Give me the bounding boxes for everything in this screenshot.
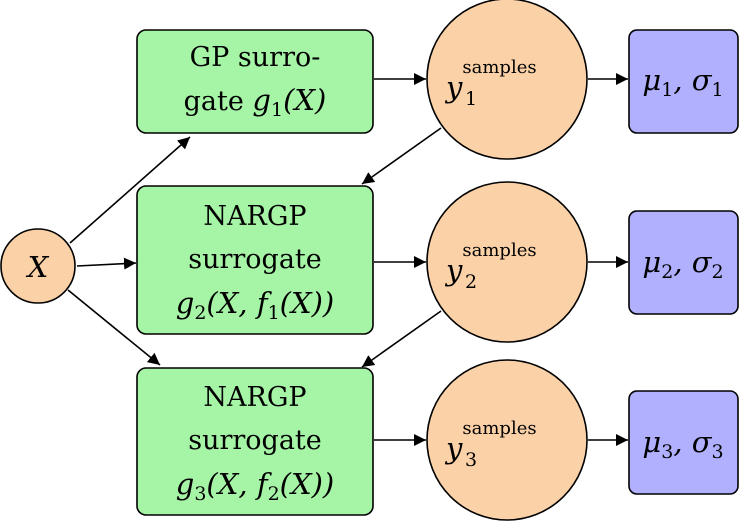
stats-2-sigma: σ [692,245,713,279]
gp-surrogate-arg: (X) [283,83,326,117]
gp-surrogate-line1: GP surro- [190,42,321,73]
stats-3-sigma-sub: 3 [712,441,724,463]
nargp3-inner-sub: 2 [268,483,280,505]
input-node-circle [0,228,76,304]
sample-1-base: y [444,70,463,104]
stats-1-mu: μ [642,63,661,97]
stats-3-sigma: σ [692,425,713,459]
stats-1-sigma-sub: 1 [712,79,724,101]
stats-label-3: μ3, σ3 [642,425,723,463]
sample-node-1: ysamples 1 [426,0,588,160]
nargp3-arg-open: (X, [206,467,256,501]
nargp3-line1: NARGP [203,382,306,413]
nargp2-arg-close: (X)) [280,286,335,320]
gp-surrogate-fn-sub: 1 [271,99,283,121]
gp-surrogate-line2: gate g1(X) [184,83,327,121]
stats-box-2 [628,210,739,315]
edge-y2-to-nargp3 [361,310,442,368]
sample-label-2: ysamples 2 [444,240,537,293]
nargp3-box [136,367,374,516]
sample-label-3: ysamples 3 [444,418,537,471]
stats-2-mu: μ [642,245,661,279]
nargp3-line2: surrogate [188,425,322,456]
nargp3-formula: g3(X, f2(X)) [176,467,335,505]
stats-label-1: μ1, σ1 [642,63,723,101]
stats-2-sigma-sub: 2 [712,261,724,283]
gp-surrogate-node: GP surro- gate g1(X) [136,29,374,134]
nargp2-arg-open: (X, [206,286,256,320]
nargp3-arg-close: (X)) [280,467,335,501]
sample-2-base: y [444,253,463,287]
sample-2-sup: samples [462,240,536,261]
nargp2-fn: g [176,286,195,320]
edge-x-to-gp [69,136,191,244]
stats-box-1 [628,29,739,134]
gp-surrogate-fn: g [252,83,271,117]
stats-1-sigma: σ [692,63,713,97]
stats-node-2: μ2, σ2 [628,210,739,315]
sample-1-sub: 1 [465,88,477,110]
nargp2-formula: g2(X, f1(X)) [176,286,335,324]
sample-circle-2 [426,181,588,343]
stats-1-mu-sub: 1 [661,79,673,101]
nargp2-line1: NARGP [203,201,306,232]
nargp2-inner-sub: 1 [268,302,280,324]
stats-label-2: μ2, σ2 [642,245,723,283]
stats-3-sep: , [673,425,691,459]
sample-label-1: ysamples 1 [444,57,537,110]
edge-x-to-nargp3 [67,289,161,366]
gp-surrogate-line2-text: gate [184,86,253,117]
gp-surrogate-box [136,29,374,134]
input-node: X [0,228,76,304]
stats-3-mu-sub: 3 [661,441,673,463]
sample-circle-1 [426,0,588,160]
sample-node-2: ysamples 2 [426,181,588,343]
nargp3-fn: g [176,467,195,501]
stats-node-3: μ3, σ3 [628,390,739,495]
sample-3-sup: samples [462,418,536,439]
edges [67,73,628,446]
sample-2-sub: 2 [465,271,477,293]
stats-1-sep: , [673,63,691,97]
input-node-symbol: X [26,250,50,284]
edge-y1-to-nargp2 [361,127,442,185]
stats-node-1: μ1, σ1 [628,29,739,134]
sample-node-3: ysamples 3 [426,359,588,521]
stats-box-3 [628,390,739,495]
edge-x-to-nargp2 [76,257,137,270]
nargp2-line2: surrogate [188,244,322,275]
stats-2-sep: , [673,245,691,279]
sample-circle-3 [426,359,588,521]
nargp2-node: NARGP surrogate g2(X, f1(X)) [136,185,374,335]
stats-3-mu: μ [642,425,661,459]
sample-3-base: y [444,431,463,465]
nargp3-fn-sub: 3 [194,483,206,505]
nargp2-box [136,185,374,335]
sample-1-sup: samples [462,57,536,78]
stats-2-mu-sub: 2 [661,261,673,283]
nargp2-fn-sub: 2 [194,302,206,324]
nargp3-node: NARGP surrogate g3(X, f2(X)) [136,367,374,516]
sample-3-sub: 3 [465,449,477,471]
